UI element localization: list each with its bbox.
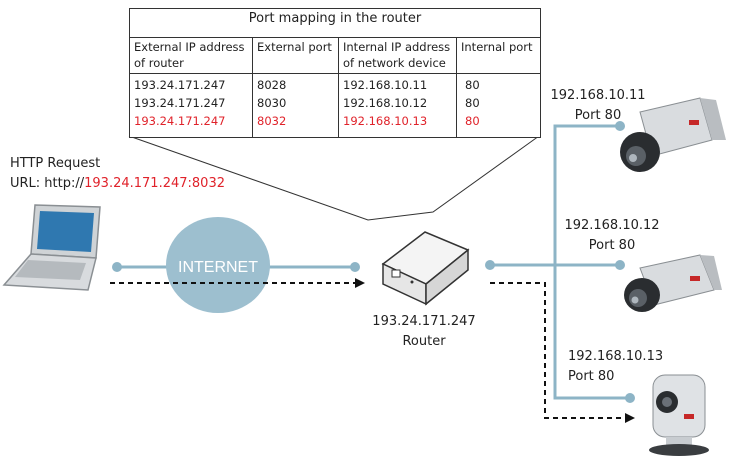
table-cell: 192.168.10.12 <box>343 96 428 110</box>
table-cell: 193.24.171.247 <box>134 96 226 110</box>
camera-2-icon <box>624 254 722 312</box>
camera-3-icon <box>649 374 709 456</box>
table-cell-highlight: 80 <box>465 114 480 128</box>
column-divider <box>456 37 457 137</box>
header-external-port: External port <box>257 40 332 54</box>
port-mapping-table: Port mapping in the router External IP a… <box>129 8 541 138</box>
table-divider <box>130 37 540 38</box>
header-internal-port: Internal port <box>461 40 533 54</box>
table-cell-highlight: 192.168.10.13 <box>343 114 428 128</box>
table-cell-highlight: 8032 <box>257 114 287 128</box>
column-divider <box>252 37 253 137</box>
table-cell: 8028 <box>257 78 287 92</box>
table-cell: 80 <box>465 78 480 92</box>
table-cell-highlight: 193.24.171.247 <box>134 114 226 128</box>
arrow-to-router <box>355 278 365 288</box>
camera-2-port: Port 80 <box>588 238 636 253</box>
callout-lines <box>128 135 540 221</box>
router-label: Router <box>402 334 446 349</box>
http-request-title: HTTP Request <box>10 156 101 171</box>
router-ip: 193.24.171.247 <box>372 314 476 329</box>
camera-1-port: Port 80 <box>574 108 622 123</box>
table-cell: 8030 <box>257 96 287 110</box>
camera-3-ip: 192.168.10.13 <box>568 349 664 364</box>
header-external-ip: External IP address <box>134 40 245 54</box>
internet-label: INTERNET <box>178 259 258 276</box>
column-divider <box>338 37 339 137</box>
arrow-to-camera-3 <box>625 413 635 423</box>
laptop-icon <box>2 204 101 291</box>
table-title: Port mapping in the router <box>248 11 422 26</box>
link-dots <box>112 121 635 403</box>
camera-1-ip: 192.168.10.11 <box>550 88 646 103</box>
camera-3-port: Port 80 <box>568 369 615 384</box>
header-external-ip-2: of router <box>134 56 184 70</box>
table-cell: 192.168.10.11 <box>343 78 428 92</box>
camera-1-icon <box>620 97 726 172</box>
request-url-address: 193.24.171.247:8032 <box>84 176 225 191</box>
table-header-divider <box>130 73 540 74</box>
table-cell: 80 <box>465 96 480 110</box>
header-internal-ip-2: of network device <box>343 56 446 70</box>
router-icon <box>381 231 470 306</box>
request-url: URL: http://193.24.171.247:8032 <box>10 176 225 192</box>
request-url-prefix: URL: http:// <box>10 176 85 191</box>
internet-cloud <box>166 217 270 313</box>
camera-2-ip: 192.168.10.12 <box>564 218 660 233</box>
request-path <box>110 282 625 419</box>
header-internal-ip: Internal IP address <box>343 40 451 54</box>
table-cell: 193.24.171.247 <box>134 78 226 92</box>
